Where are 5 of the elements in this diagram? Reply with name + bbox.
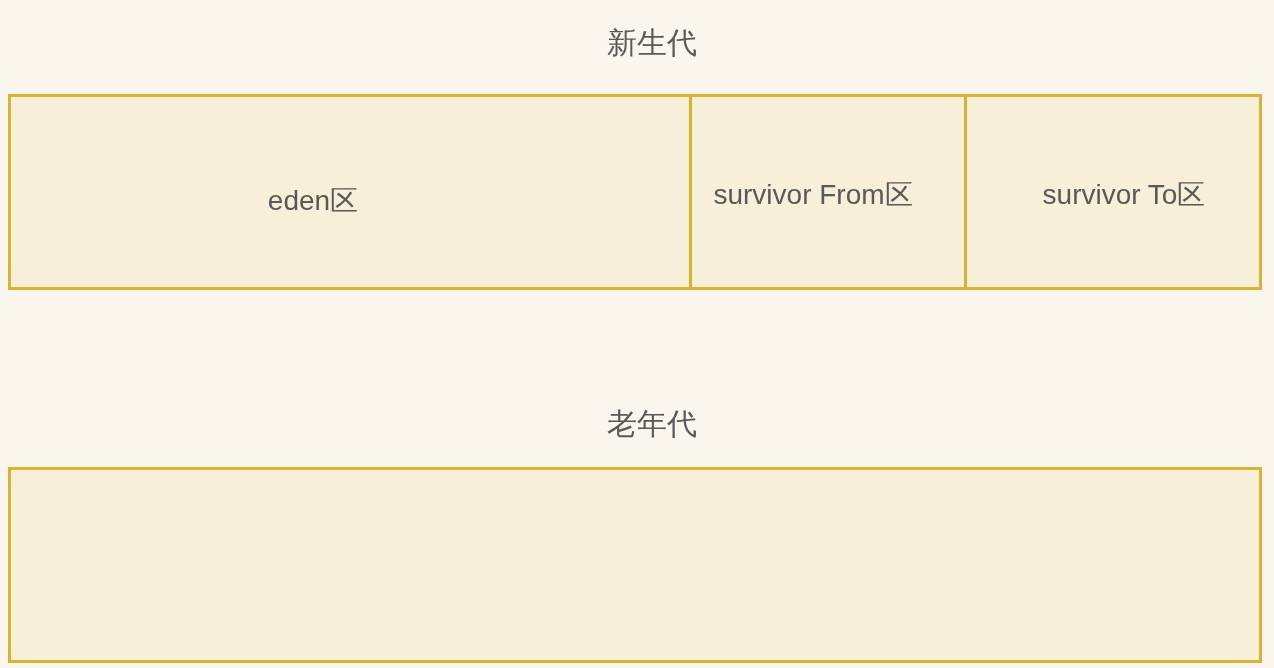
section-heading: 新生代 [607, 25, 697, 61]
region-label: survivor From区 [713, 178, 913, 212]
region-label: survivor To区 [1042, 178, 1206, 212]
section-heading: 老年代 [607, 406, 697, 442]
region-label: eden区 [267, 184, 359, 218]
